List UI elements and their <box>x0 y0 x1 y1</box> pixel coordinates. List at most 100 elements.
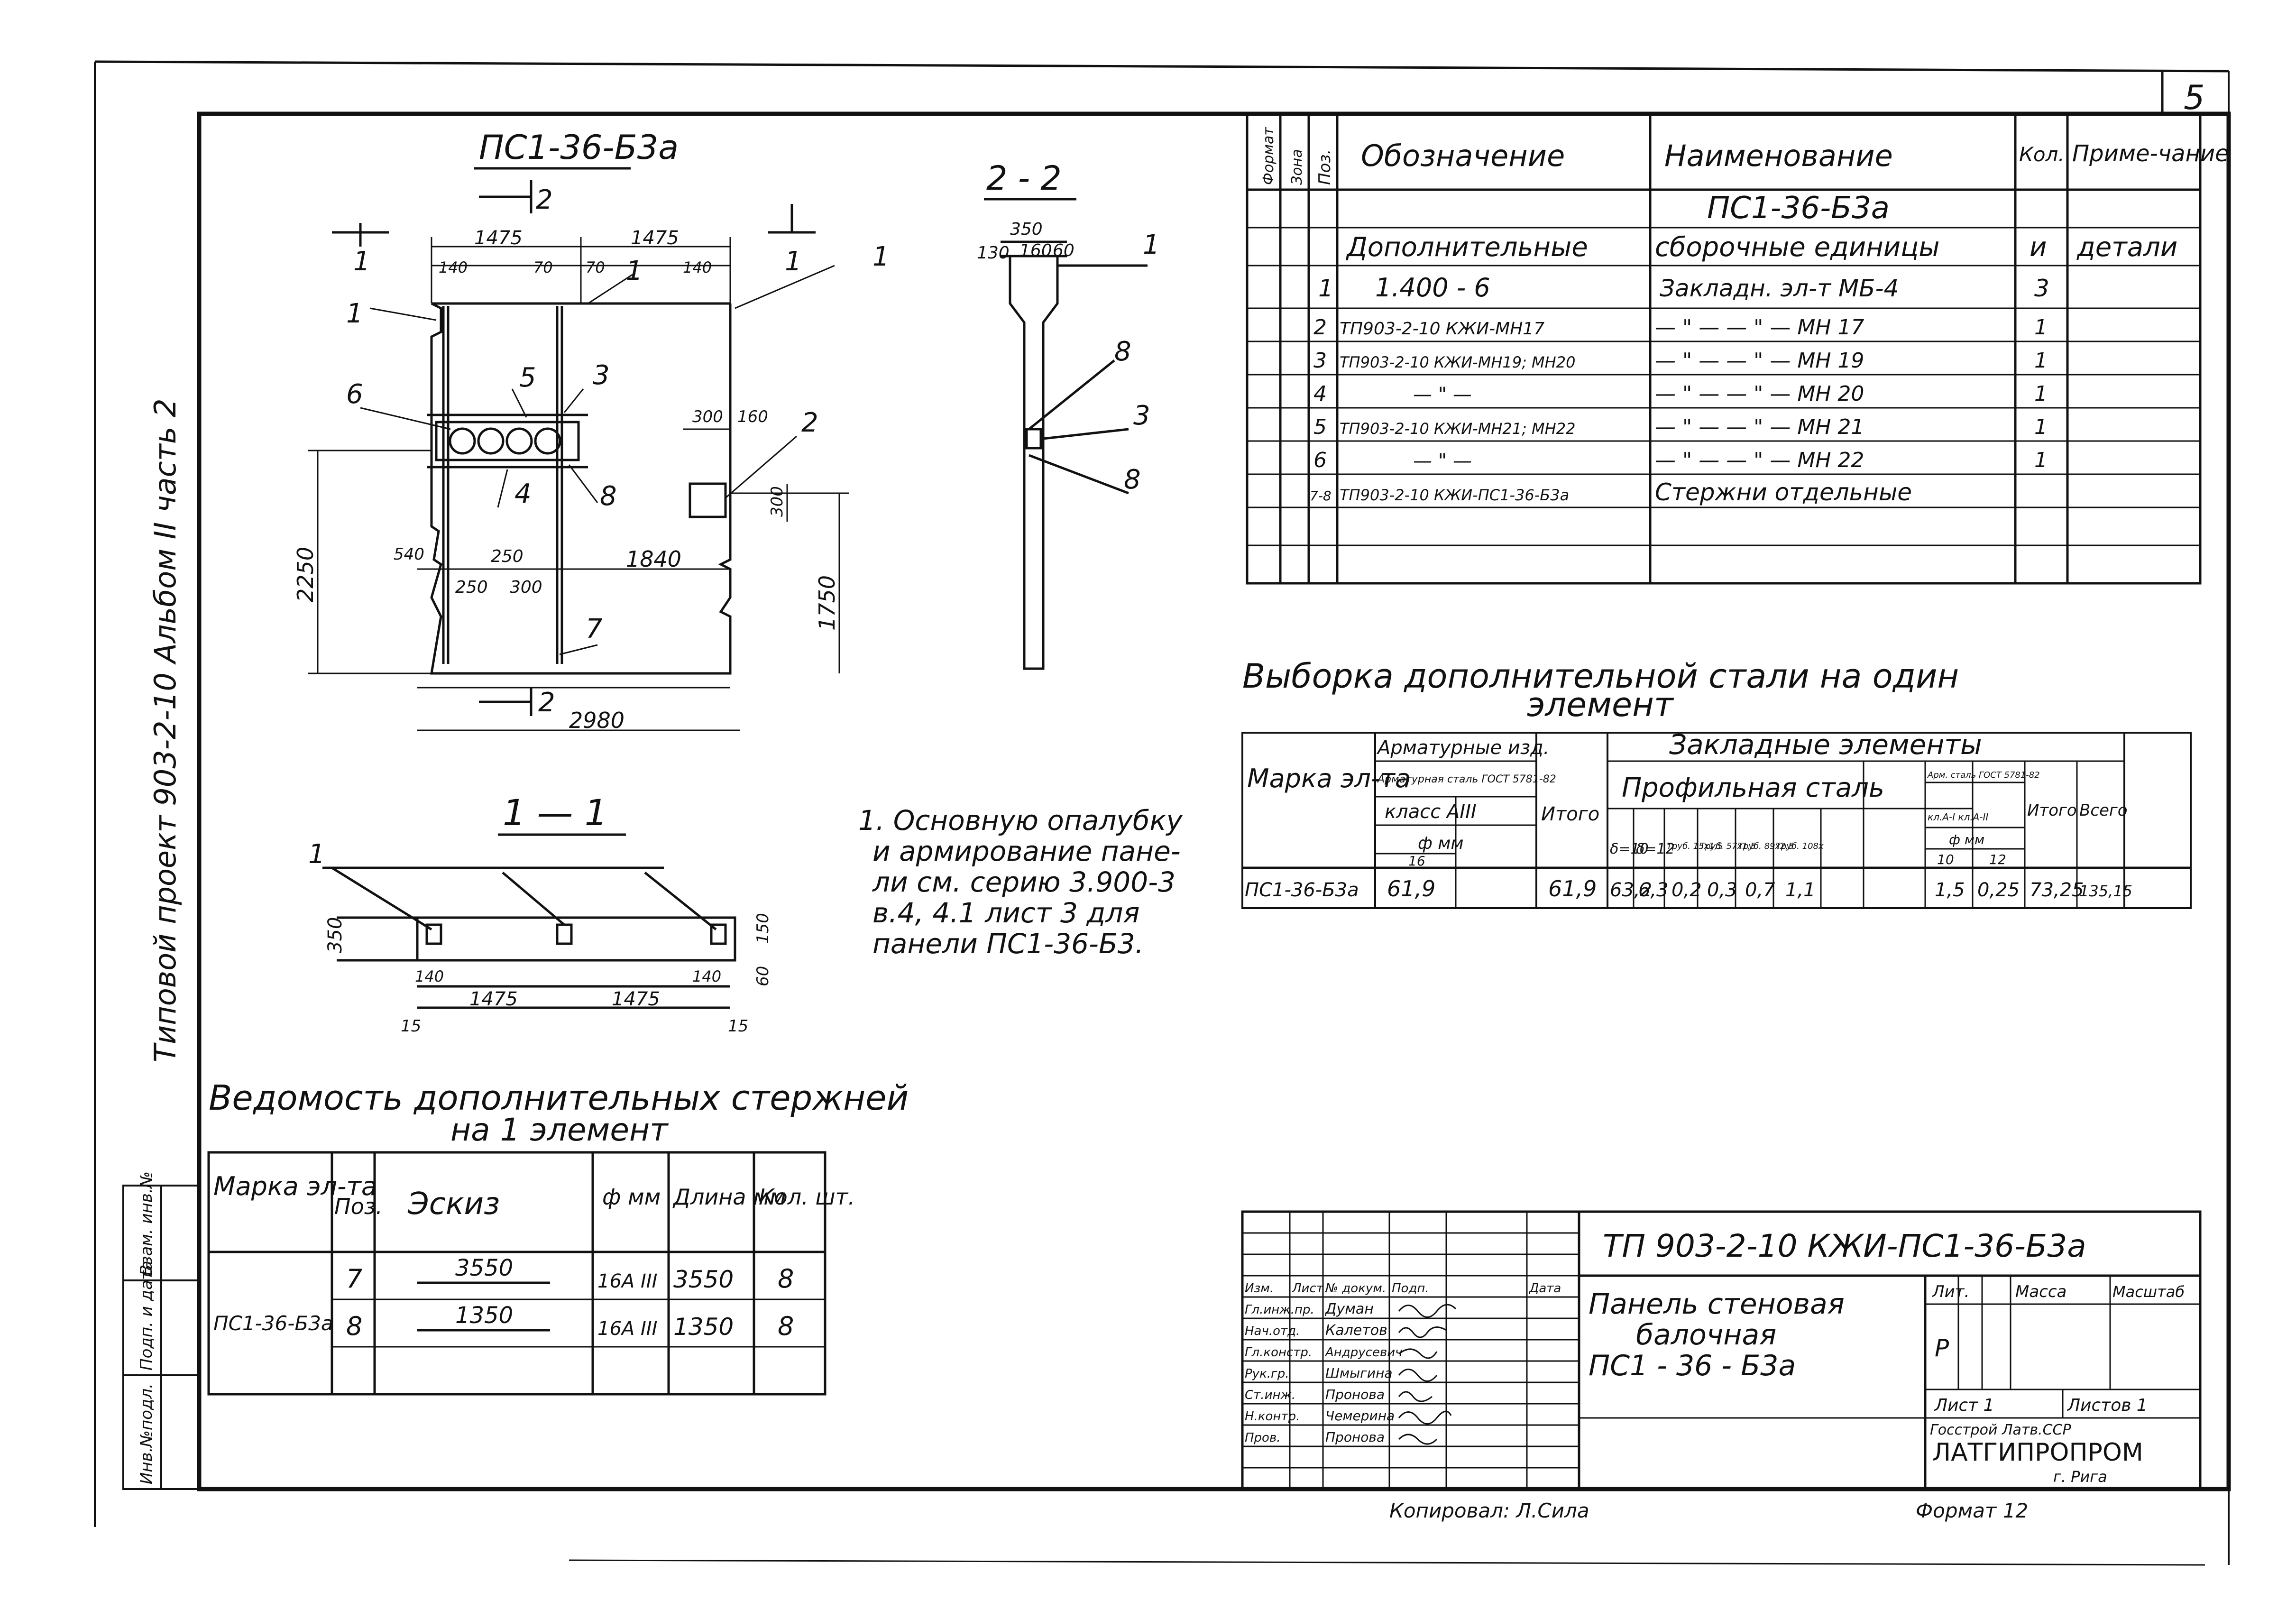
svg-text:Лит.: Лит. <box>1931 1282 1969 1301</box>
table-cell: 1.400 - 6 <box>1375 273 1490 303</box>
svg-text:4: 4 <box>514 478 532 509</box>
table-cell: 1 <box>2034 415 2048 439</box>
svg-text:Нач.отд.: Нач.отд. <box>1245 1324 1300 1338</box>
svg-text:и: и <box>2030 232 2047 263</box>
svg-text:ЛАТГИПРОПРОМ: ЛАТГИПРОПРОМ <box>1932 1438 2143 1467</box>
svg-text:ф мм: ф мм <box>1418 834 1464 853</box>
svg-text:Всего: Всего <box>2079 801 2128 820</box>
spec-table-grid <box>1246 112 2202 585</box>
main-dimension-lines <box>308 237 849 731</box>
table-cell: 1 <box>2034 382 2048 406</box>
sheet-number: 5 <box>2184 78 2205 117</box>
svg-text:250: 250 <box>491 547 523 566</box>
svg-text:140: 140 <box>692 967 721 985</box>
svg-text:и армирование пане-: и армирование пане- <box>872 835 1181 867</box>
svg-text:ф мм: ф мм <box>1949 832 1984 847</box>
svg-text:3: 3 <box>1133 400 1150 431</box>
svg-text:1: 1 <box>346 298 363 329</box>
svg-text:1475: 1475 <box>474 227 523 249</box>
svg-text:Арм. сталь ГОСТ 5781-82: Арм. сталь ГОСТ 5781-82 <box>1927 770 2040 780</box>
section-22-outline <box>1001 240 1148 670</box>
svg-text:Труб. 89х2,5: Труб. 89х2,5 <box>1738 841 1794 851</box>
table-cell: ТП903-2-10 КЖИ-ПС1-36-Б3а <box>1340 486 1569 504</box>
cut-mark: 1 <box>785 246 802 277</box>
section-22-texts: 350 130 160 60 1 8 3 8 <box>977 220 1160 495</box>
cut-mark: 1 <box>353 246 370 277</box>
svg-text:Итого: Итого <box>1541 803 1599 825</box>
svg-text:1: 1 <box>626 256 643 286</box>
svg-text:ф мм: ф мм <box>602 1184 661 1210</box>
svg-text:Рук.гр.: Рук.гр. <box>1245 1367 1289 1381</box>
svg-text:15: 15 <box>728 1017 748 1036</box>
svg-text:Подп.: Подп. <box>1392 1281 1429 1296</box>
svg-text:Закладные элементы: Закладные элементы <box>1669 728 1982 761</box>
svg-text:350: 350 <box>1010 220 1043 239</box>
svg-text:1. Основную опалубку: 1. Основную опалубку <box>858 804 1183 837</box>
svg-text:350: 350 <box>324 917 346 953</box>
svg-text:8: 8 <box>1124 464 1141 495</box>
table-cell: 135,15 <box>2079 882 2132 900</box>
svg-text:Изм.: Изм. <box>1245 1281 1274 1296</box>
table-cell: 1350 <box>455 1302 513 1329</box>
rods-table-headers: Марка эл-та Поз. Эскиз ф мм Длина мм Кол… <box>213 1171 855 1341</box>
svg-text:150: 150 <box>753 913 772 944</box>
table-cell: 8 <box>778 1264 794 1294</box>
svg-text:кл.А-I кл.А-II: кл.А-I кл.А-II <box>1928 811 1988 823</box>
table-cell: — " — — " — МН 20 <box>1655 382 1864 406</box>
svg-text:Калетов: Калетов <box>1325 1322 1387 1339</box>
table-cell: 61,9 <box>1548 876 1597 901</box>
svg-text:Профильная сталь: Профильная сталь <box>1622 773 1884 803</box>
svg-text:1475: 1475 <box>631 227 679 249</box>
drawing-name: Панель стеновая <box>1589 1288 1845 1321</box>
svg-text:2: 2 <box>801 407 818 438</box>
svg-text:Н.контр.: Н.контр. <box>1245 1409 1300 1424</box>
svg-text:δ=12: δ=12 <box>1636 841 1675 857</box>
section-mark: 2 <box>536 184 553 215</box>
table-cell: 3 <box>2034 275 2049 302</box>
svg-text:Наименование: Наименование <box>1664 138 1893 173</box>
svg-text:60: 60 <box>1053 241 1075 260</box>
svg-text:70: 70 <box>533 258 553 276</box>
table-cell: — " — — " — МН 19 <box>1655 349 1864 373</box>
svg-text:Труб. 15х1,5: Труб. 15х1,5 <box>1667 841 1723 851</box>
svg-text:Труб. 108х: Труб. 108х <box>1776 841 1824 851</box>
title-block-texts: ТП 903-2-10 КЖИ-ПС1-36-Б3а Панель стенов… <box>1245 1228 2185 1522</box>
table-cell: 1 <box>1318 275 1333 302</box>
table-cell: ТП903-2-10 КЖИ-МН19; МН20 <box>1340 353 1575 371</box>
svg-text:Копировал: Л.Сила: Копировал: Л.Сила <box>1389 1499 1589 1522</box>
svg-text:5: 5 <box>519 362 536 393</box>
signatures <box>1398 1304 1457 1445</box>
svg-text:8: 8 <box>600 481 617 512</box>
section-11-texts: 1 350 140 1475 1475 140 15 15 150 60 <box>308 839 772 1036</box>
svg-text:1475: 1475 <box>612 988 660 1010</box>
svg-text:Формат 12: Формат 12 <box>1916 1499 2028 1522</box>
svg-text:60: 60 <box>753 966 772 986</box>
table-cell: ПС1-36-Б3а <box>213 1312 333 1335</box>
svg-text:2980: 2980 <box>569 708 625 733</box>
svg-text:Поз.: Поз. <box>334 1194 383 1219</box>
sheet-frame <box>94 60 2231 1566</box>
table-cell: 61,9 <box>1387 876 1435 901</box>
table-cell: ТП903-2-10 КЖИ-МН21; МН22 <box>1340 420 1575 438</box>
table-cell: 6 <box>1313 448 1327 472</box>
table-cell: 7 <box>346 1264 362 1294</box>
table-cell: 73,25 <box>2030 879 2084 901</box>
table-cell: Стержни отдельные <box>1655 478 1912 506</box>
svg-text:300: 300 <box>768 486 787 517</box>
steel-table-title: элемент <box>1527 685 1674 724</box>
svg-text:Эскиз: Эскиз <box>407 1187 500 1222</box>
drawing-name: ПС1 - 36 - Б3а <box>1589 1349 1796 1382</box>
drawing-name: балочная <box>1636 1318 1776 1352</box>
svg-text:класс АIII: класс АIII <box>1385 801 1477 823</box>
table-cell: 8 <box>346 1311 362 1341</box>
table-cell: 2 <box>1313 315 1327 340</box>
svg-text:Думан: Думан <box>1324 1301 1374 1317</box>
table-cell: — " — <box>1413 450 1472 472</box>
table-cell: — " — — " — МН 22 <box>1655 448 1864 472</box>
cut-marks <box>332 180 816 716</box>
svg-text:1840: 1840 <box>626 546 681 572</box>
table-cell: — " — — " — МН 21 <box>1655 415 1864 439</box>
svg-text:Кол. шт.: Кол. шт. <box>759 1184 855 1210</box>
table-cell: 16А III <box>597 1270 657 1292</box>
section-mark: 2 <box>538 687 555 718</box>
